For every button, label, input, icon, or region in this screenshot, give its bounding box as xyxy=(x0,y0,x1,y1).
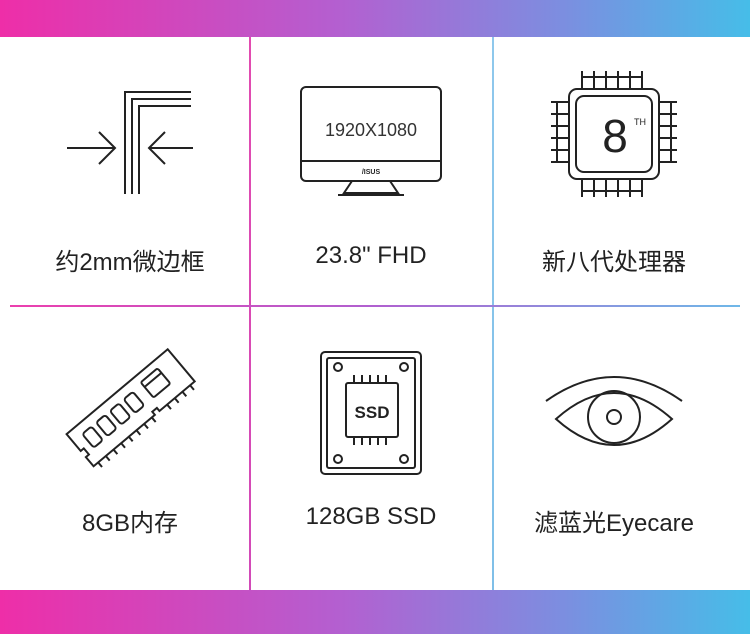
ram-module-icon xyxy=(65,347,197,468)
divider-horizontal xyxy=(10,305,740,307)
feature-label: 8GB内存 xyxy=(81,510,179,537)
feature-display: 1920X1080 /ISUS 23.8" FHD xyxy=(251,37,491,305)
divider-vertical-right xyxy=(492,37,494,590)
feature-label: 约2mm微边框 xyxy=(55,249,205,276)
ssd-icon: SSD xyxy=(320,351,422,475)
divider-vertical-left xyxy=(249,37,251,590)
eye-icon xyxy=(545,376,683,446)
ssd-chip-text: SSD xyxy=(355,403,390,422)
monitor-icon: 1920X1080 /ISUS xyxy=(300,86,442,196)
chip-generation-text: 8 xyxy=(602,110,628,162)
top-gradient-bar xyxy=(0,0,750,37)
chip-superscript-text: TH xyxy=(634,117,646,127)
bottom-gradient-bar xyxy=(0,590,750,634)
screen-resolution-text: 1920X1080 xyxy=(325,120,417,140)
cpu-chip-icon: 8 TH xyxy=(551,71,677,197)
feature-eyecare: 滤蓝光Eyecare xyxy=(494,307,734,590)
narrow-bezel-icon xyxy=(67,91,193,194)
brand-logo-text: /ISUS xyxy=(362,169,381,176)
feature-label: 128GB SSD xyxy=(305,503,437,530)
feature-memory: 8GB内存 xyxy=(10,307,250,590)
feature-narrow-bezel: 约2mm微边框 xyxy=(10,37,250,305)
feature-processor: 8 TH 新八代处理器 xyxy=(494,37,734,305)
feature-label: 新八代处理器 xyxy=(542,249,686,276)
feature-storage: SSD 128GB SSD xyxy=(251,307,491,590)
feature-label: 滤蓝光Eyecare xyxy=(533,510,695,537)
feature-label: 23.8" FHD xyxy=(315,242,427,269)
